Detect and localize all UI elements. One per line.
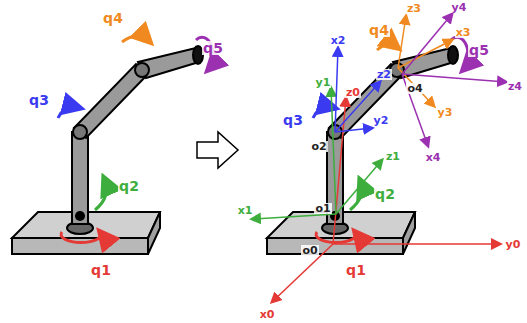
axis-label: x0	[259, 309, 276, 320]
joint-label: q4	[102, 11, 124, 25]
axis-label: x2	[330, 35, 347, 46]
axis-label: y1	[315, 77, 332, 88]
origin-label: o2	[310, 141, 327, 152]
axis-label: x3	[455, 27, 472, 38]
joint-label: q1	[345, 263, 367, 277]
joint-label: q5	[202, 41, 224, 55]
joint-label: q5	[468, 43, 490, 57]
axis-label: x4	[425, 152, 442, 163]
axis-label: z4	[507, 81, 523, 92]
axis-label: z0	[345, 87, 361, 98]
joint-label: q4	[368, 23, 390, 37]
origin-label: o4	[406, 83, 423, 94]
axis-label: z1	[385, 151, 401, 162]
axis-label: y3	[437, 107, 454, 118]
joint-label: q2	[374, 187, 396, 201]
origin-label: o1	[314, 203, 331, 214]
axis-label: y0	[505, 239, 522, 250]
joint-label: q3	[28, 93, 50, 107]
joint-label: q1	[90, 263, 112, 277]
axis-label: z2	[376, 69, 392, 80]
joint-label: q2	[118, 179, 140, 193]
origin-label: o0	[301, 245, 318, 256]
axis-label: z3	[406, 3, 422, 14]
axis-label: y4	[451, 2, 468, 13]
joint-label: q3	[282, 113, 304, 127]
axis-label: x1	[237, 205, 254, 216]
axis-label: y2	[373, 115, 390, 126]
